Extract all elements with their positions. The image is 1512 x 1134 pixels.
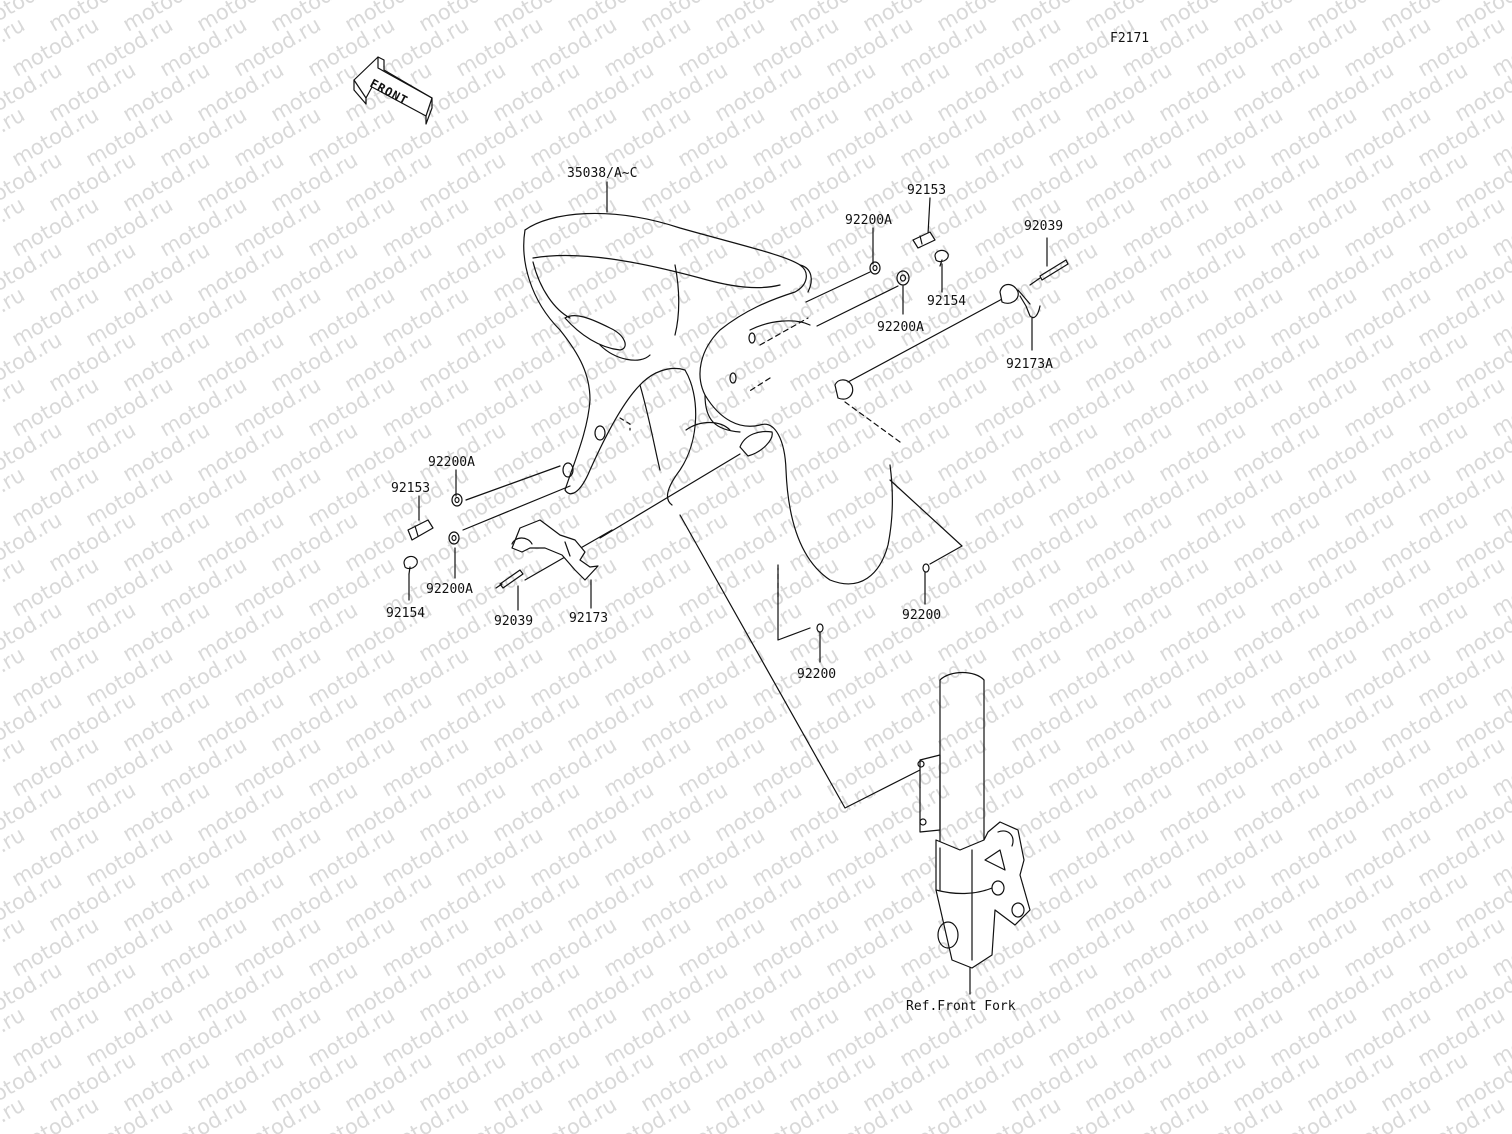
- label-screw-top: 92154: [927, 294, 966, 309]
- label-washer-top-a: 92200A: [845, 213, 892, 228]
- hardware-left: [403, 493, 930, 633]
- front-fork-drawing: [917, 671, 1031, 969]
- diagram-id-label: F2171: [1110, 31, 1149, 46]
- label-clip-top: 92039: [1024, 219, 1063, 234]
- leader-lines: [408, 181, 1048, 995]
- label-collar-left: 92153: [391, 481, 430, 496]
- label-clamp-top: 92173A: [1006, 357, 1053, 372]
- part-labels: F2171 35038/A~C 92200A 92153 92154 92200…: [368, 31, 1150, 1014]
- front-fender-drawing: [523, 212, 893, 585]
- hardware-top: [869, 231, 1069, 319]
- label-washer-left-a: 92200A: [428, 455, 475, 470]
- label-washer-bottom: 92200: [797, 667, 836, 682]
- label-washer-left-b: 92200A: [426, 582, 473, 597]
- label-fender: 35038/A~C: [567, 166, 637, 181]
- label-clamp-left: 92173: [569, 611, 608, 626]
- front-direction-arrow: [353, 56, 433, 125]
- label-clip-left: 92039: [494, 614, 533, 629]
- label-washer-top-b: 92200A: [877, 320, 924, 335]
- label-collar-top: 92153: [907, 183, 946, 198]
- label-washer-right: 92200: [902, 608, 941, 623]
- label-reference-front-fork: Ref.Front Fork: [906, 999, 1016, 1014]
- label-screw-left: 92154: [386, 606, 425, 621]
